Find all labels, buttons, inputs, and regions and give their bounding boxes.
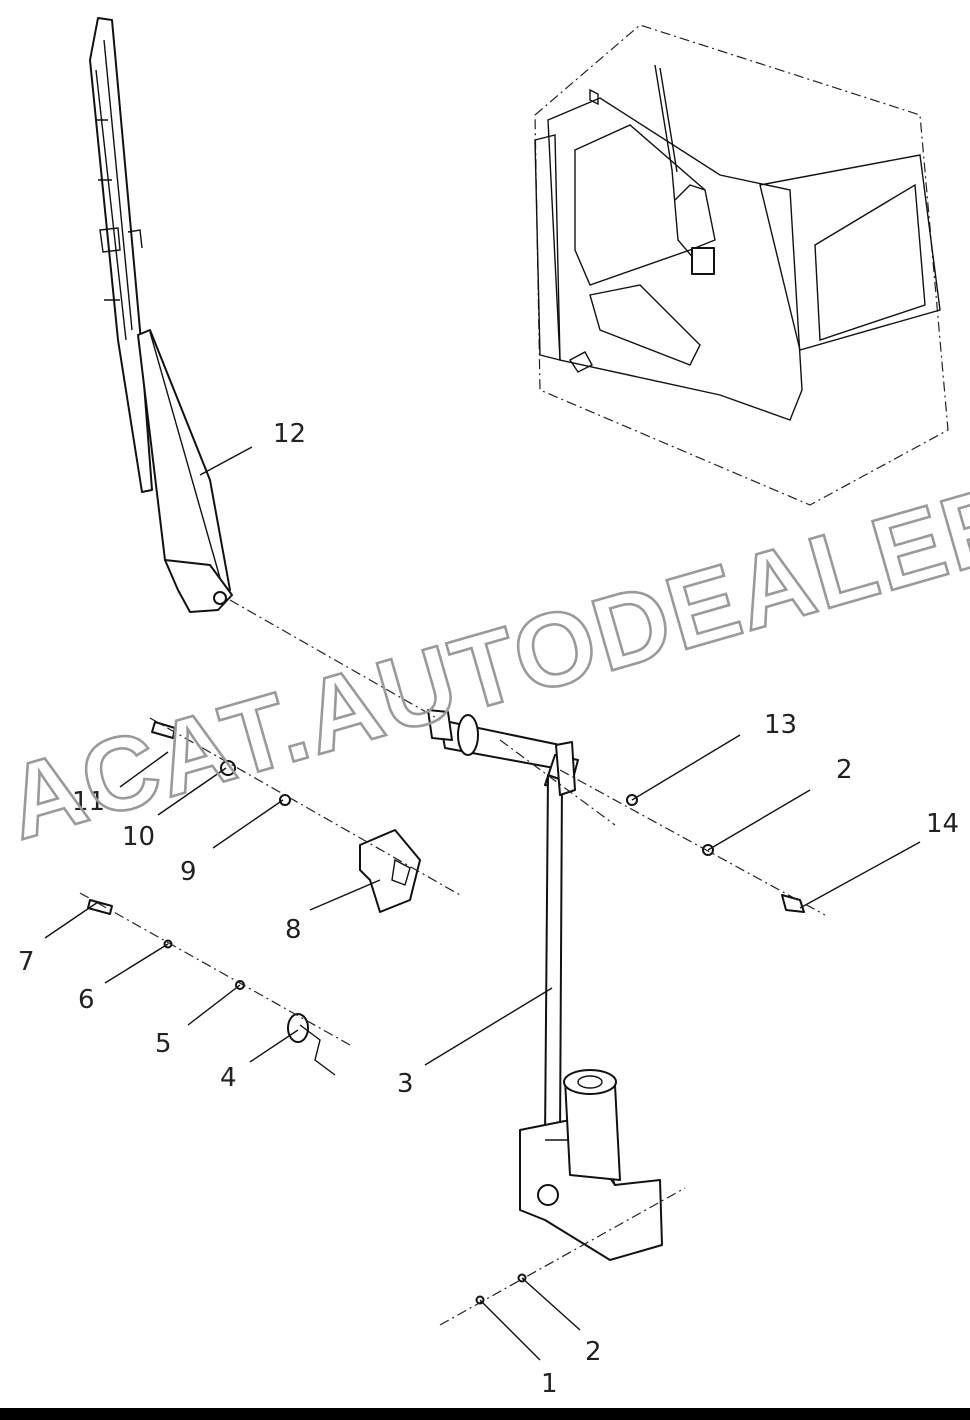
callout-9: 9 (180, 857, 197, 887)
callout-5: 5 (155, 1029, 172, 1059)
assembly-axes (79, 599, 826, 1326)
callout-13: 13 (764, 710, 797, 740)
wiper-linkage (427, 709, 663, 1261)
callout-12: 12 (273, 419, 306, 449)
callout-8: 8 (285, 915, 302, 945)
callout-2-top: 2 (836, 755, 853, 785)
callout-labels: 12 13 2 14 11 10 9 8 7 6 5 4 3 2 1 (18, 419, 959, 1399)
bottom-edge-bar (0, 1408, 970, 1420)
hook-4 (287, 1013, 336, 1076)
callout-7: 7 (18, 947, 35, 977)
callout-14: 14 (926, 809, 959, 839)
wiper-arm (137, 329, 233, 613)
callout-3: 3 (397, 1069, 414, 1099)
callout-11: 11 (72, 787, 105, 817)
callout-2-bottom: 2 (585, 1337, 602, 1367)
callout-4: 4 (220, 1063, 237, 1093)
bracket-8 (359, 829, 421, 913)
callout-10: 10 (122, 822, 155, 852)
callout-6: 6 (78, 985, 95, 1015)
leader-lines (44, 446, 921, 1361)
wiper-blade (89, 17, 153, 493)
cab-illustration (534, 24, 949, 506)
callout-1: 1 (541, 1369, 558, 1399)
